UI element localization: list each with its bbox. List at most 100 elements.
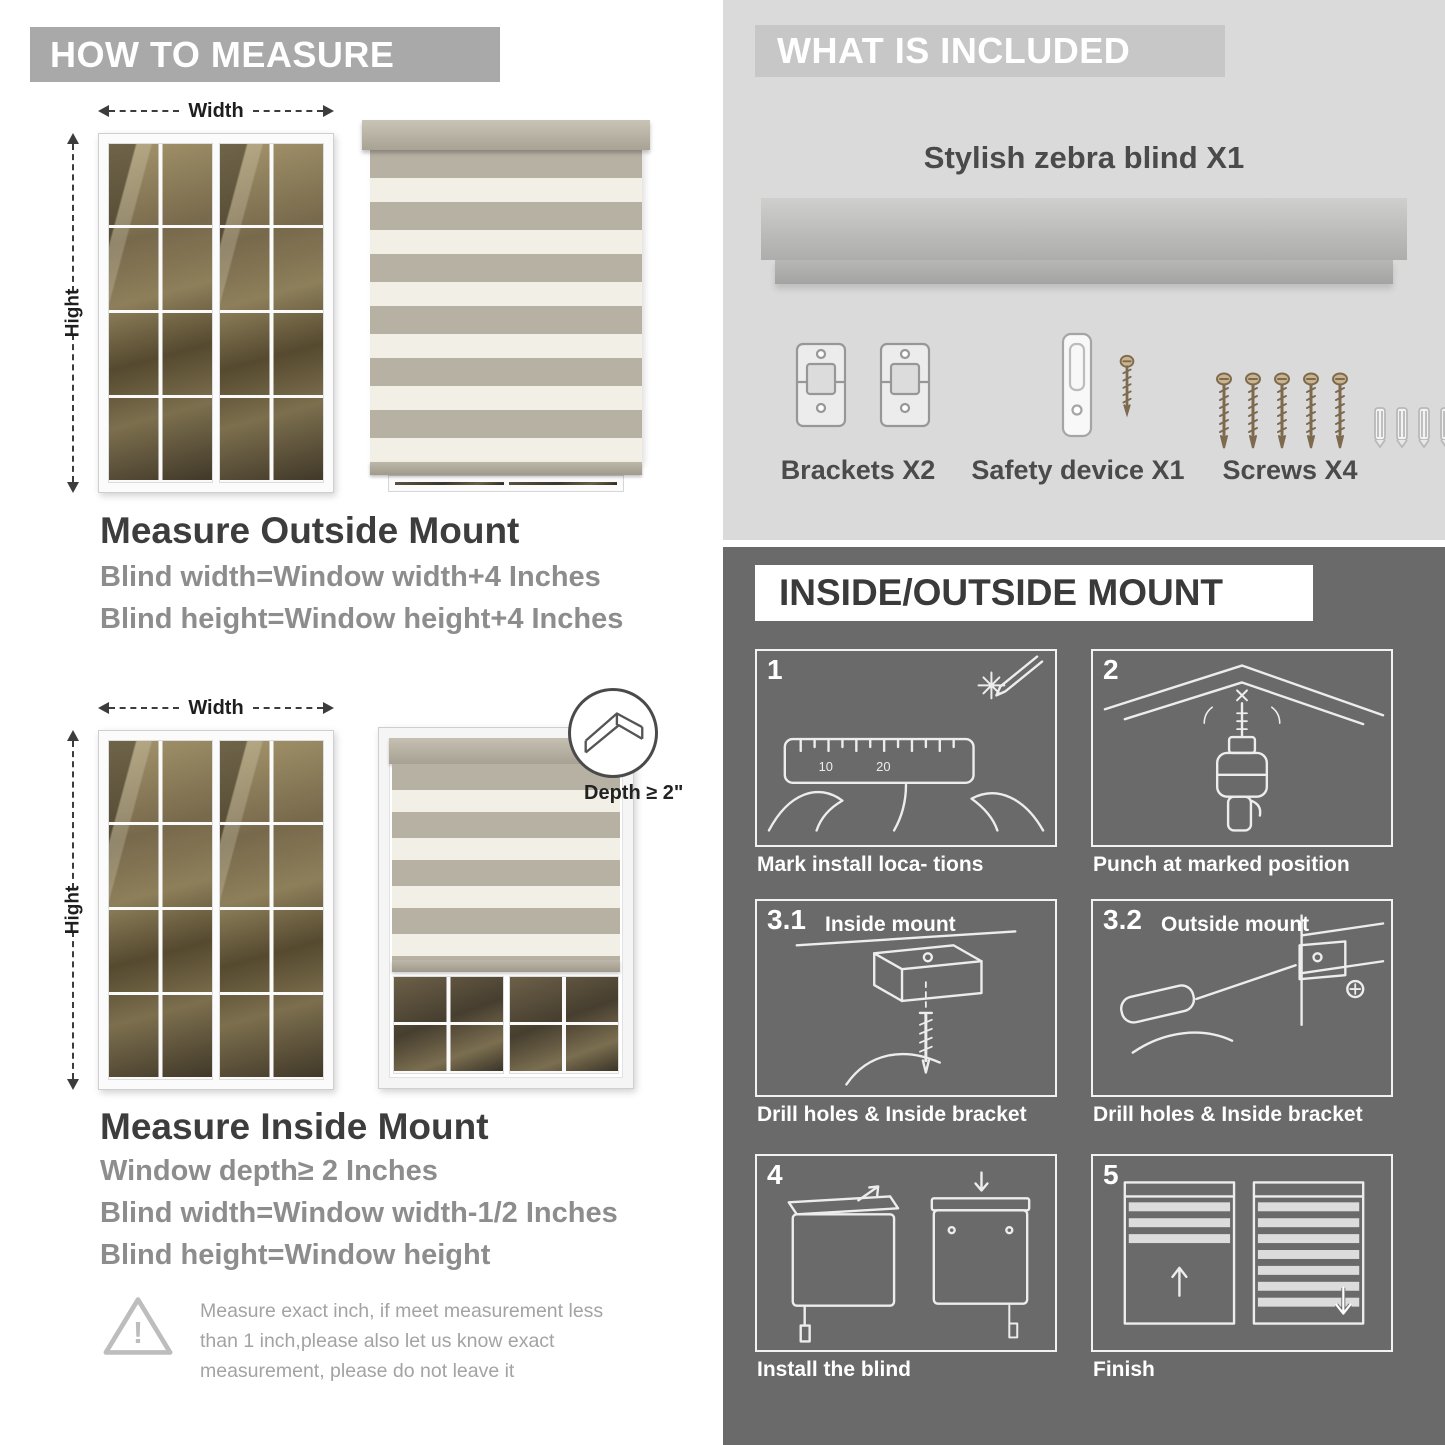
bracket-screw-icon xyxy=(795,930,1017,1086)
anchor-icon xyxy=(1418,407,1430,448)
blind-cassette xyxy=(362,120,650,150)
mount-guide-header: INSIDE/OUTSIDE MOUNT xyxy=(755,565,1313,621)
window-below-blind xyxy=(388,475,624,492)
warning-text: Measure exact inch, if meet measurement … xyxy=(200,1300,604,1383)
step-number: 1 xyxy=(767,654,783,685)
outside-mount-rule-1: Blind width=Window width+4 Inches xyxy=(100,561,601,593)
outside-mount-rule-2: Blind height=Window height+4 Inches xyxy=(100,603,624,635)
step-number: 2 xyxy=(1103,654,1119,685)
step-caption-3-2: Drill holes & Inside bracket xyxy=(1093,1103,1363,1126)
window-pane xyxy=(395,482,504,485)
arrow-down-icon xyxy=(67,1079,79,1090)
mount-guide-section: INSIDE/OUTSIDE MOUNT 1 10 20 Mark instal… xyxy=(723,547,1445,1445)
step-caption-1: Mark install loca- tions xyxy=(757,853,984,876)
width-arrow-outside: Width xyxy=(98,100,335,122)
arrow-up-icon xyxy=(67,730,79,741)
arrow-up-icon xyxy=(67,133,79,144)
depth-detail-icon xyxy=(568,688,658,778)
width-label: Width xyxy=(188,99,244,122)
window-sash xyxy=(108,740,213,1080)
window-sash xyxy=(393,976,504,1074)
window-corner-icon xyxy=(584,712,644,754)
bracket-icon xyxy=(795,342,847,428)
step-caption-2: Punch at marked position xyxy=(1093,853,1350,876)
brackets-illustration xyxy=(789,332,937,440)
install-blind-icon xyxy=(787,1171,1031,1343)
step-number: 5 xyxy=(1103,1159,1119,1190)
height-arrow-inside: Hight xyxy=(62,730,83,1090)
screw-icon xyxy=(1216,372,1232,449)
step-number: 3.2 xyxy=(1103,904,1142,935)
arrow-right-icon xyxy=(323,702,335,714)
window-below-blind xyxy=(389,972,623,1078)
what-is-included-section: WHAT IS INCLUDED Stylish zebra blind X1 xyxy=(723,0,1445,540)
screw-icon xyxy=(1245,372,1261,449)
height-label: Hight xyxy=(62,288,84,338)
screws-label: Screws X4 xyxy=(1222,455,1358,485)
safety-device-label: Safety device X1 xyxy=(971,455,1185,485)
exclamation-mark: ! xyxy=(133,1317,143,1350)
window-sash xyxy=(108,143,213,483)
svg-text:20: 20 xyxy=(876,759,890,774)
step-label: Outside mount xyxy=(1161,913,1310,936)
zebra-blind-inside-illustration xyxy=(378,727,634,1089)
screws-illustration xyxy=(1215,372,1445,452)
window-illustration-inside xyxy=(98,730,334,1090)
step-caption-5: Finish xyxy=(1093,1358,1155,1381)
step-panel-4: 4 xyxy=(755,1154,1057,1352)
arrow-left-icon xyxy=(98,702,109,714)
wall-anchors xyxy=(1372,406,1445,448)
inside-mount-rule-2: Blind width=Window width-1/2 Inches xyxy=(100,1197,618,1229)
window-pane xyxy=(508,482,617,485)
inside-mount-title: Measure Inside Mount xyxy=(100,1106,489,1147)
step-panel-2: 2 xyxy=(1091,649,1393,847)
window-sash xyxy=(219,143,324,483)
brackets-label: Brackets X2 xyxy=(780,455,936,485)
window-sash xyxy=(219,740,324,1080)
measure-warning: ! Measure exact inch, if meet measuremen… xyxy=(100,1292,645,1387)
window-sash xyxy=(508,976,619,1074)
svg-text:10: 10 xyxy=(819,759,833,774)
zebra-blind-stripes xyxy=(392,764,620,960)
how-to-measure-header: HOW TO MEASURE xyxy=(30,27,500,82)
step-panel-5: 5 xyxy=(1091,1154,1393,1352)
zebra-blind-cassette-bar xyxy=(761,198,1407,260)
safety-device-illustration xyxy=(1053,330,1137,442)
step-panel-3-2: 3.2 Outside mount xyxy=(1091,899,1393,1097)
screw-icon xyxy=(1303,372,1319,449)
zebra-blind-outside-illustration xyxy=(362,120,650,492)
bracket-screwdriver-icon xyxy=(1120,914,1385,1054)
product-label: Stylish zebra blind X1 xyxy=(923,140,1245,175)
inside-mount-rule-1: Window depth≥ 2 Inches xyxy=(100,1155,438,1187)
blind-bottom-rail xyxy=(370,462,642,475)
screw-icon xyxy=(1332,372,1348,449)
step-caption-3-1: Drill holes & Inside bracket xyxy=(757,1103,1027,1126)
zebra-blind-cassette-bar-bottom xyxy=(775,260,1393,284)
width-label: Width xyxy=(188,696,244,719)
arrow-down-icon xyxy=(67,482,79,493)
warning-icon: ! xyxy=(103,1297,173,1355)
arrow-left-icon xyxy=(98,105,109,117)
step-number: 3.1 xyxy=(767,904,806,935)
height-label: Hight xyxy=(62,885,84,935)
drill-icon xyxy=(1103,664,1385,832)
step-panel-3-1: 3.1 Inside mount xyxy=(755,899,1057,1097)
step-panel-1: 1 10 20 xyxy=(755,649,1057,847)
anchor-icon xyxy=(1440,407,1445,448)
width-arrow-inside: Width xyxy=(98,697,335,719)
window-illustration-outside xyxy=(98,133,334,493)
screw-icon xyxy=(1119,354,1135,418)
screw-icon xyxy=(1274,372,1290,449)
blind-bottom-rail xyxy=(392,960,620,972)
height-arrow-outside: Hight xyxy=(62,133,83,493)
step-label: Inside mount xyxy=(825,913,956,936)
anchor-icon xyxy=(1374,407,1386,448)
arrow-right-icon xyxy=(323,105,335,117)
what-is-included-header: WHAT IS INCLUDED xyxy=(755,25,1225,77)
finished-blind-icon xyxy=(1123,1181,1365,1325)
safety-device-icon xyxy=(1061,332,1093,438)
depth-note: Depth ≥ 2" xyxy=(584,782,684,804)
zebra-blind-stripes xyxy=(370,150,642,462)
inside-mount-rule-3: Blind height=Window height xyxy=(100,1239,491,1271)
